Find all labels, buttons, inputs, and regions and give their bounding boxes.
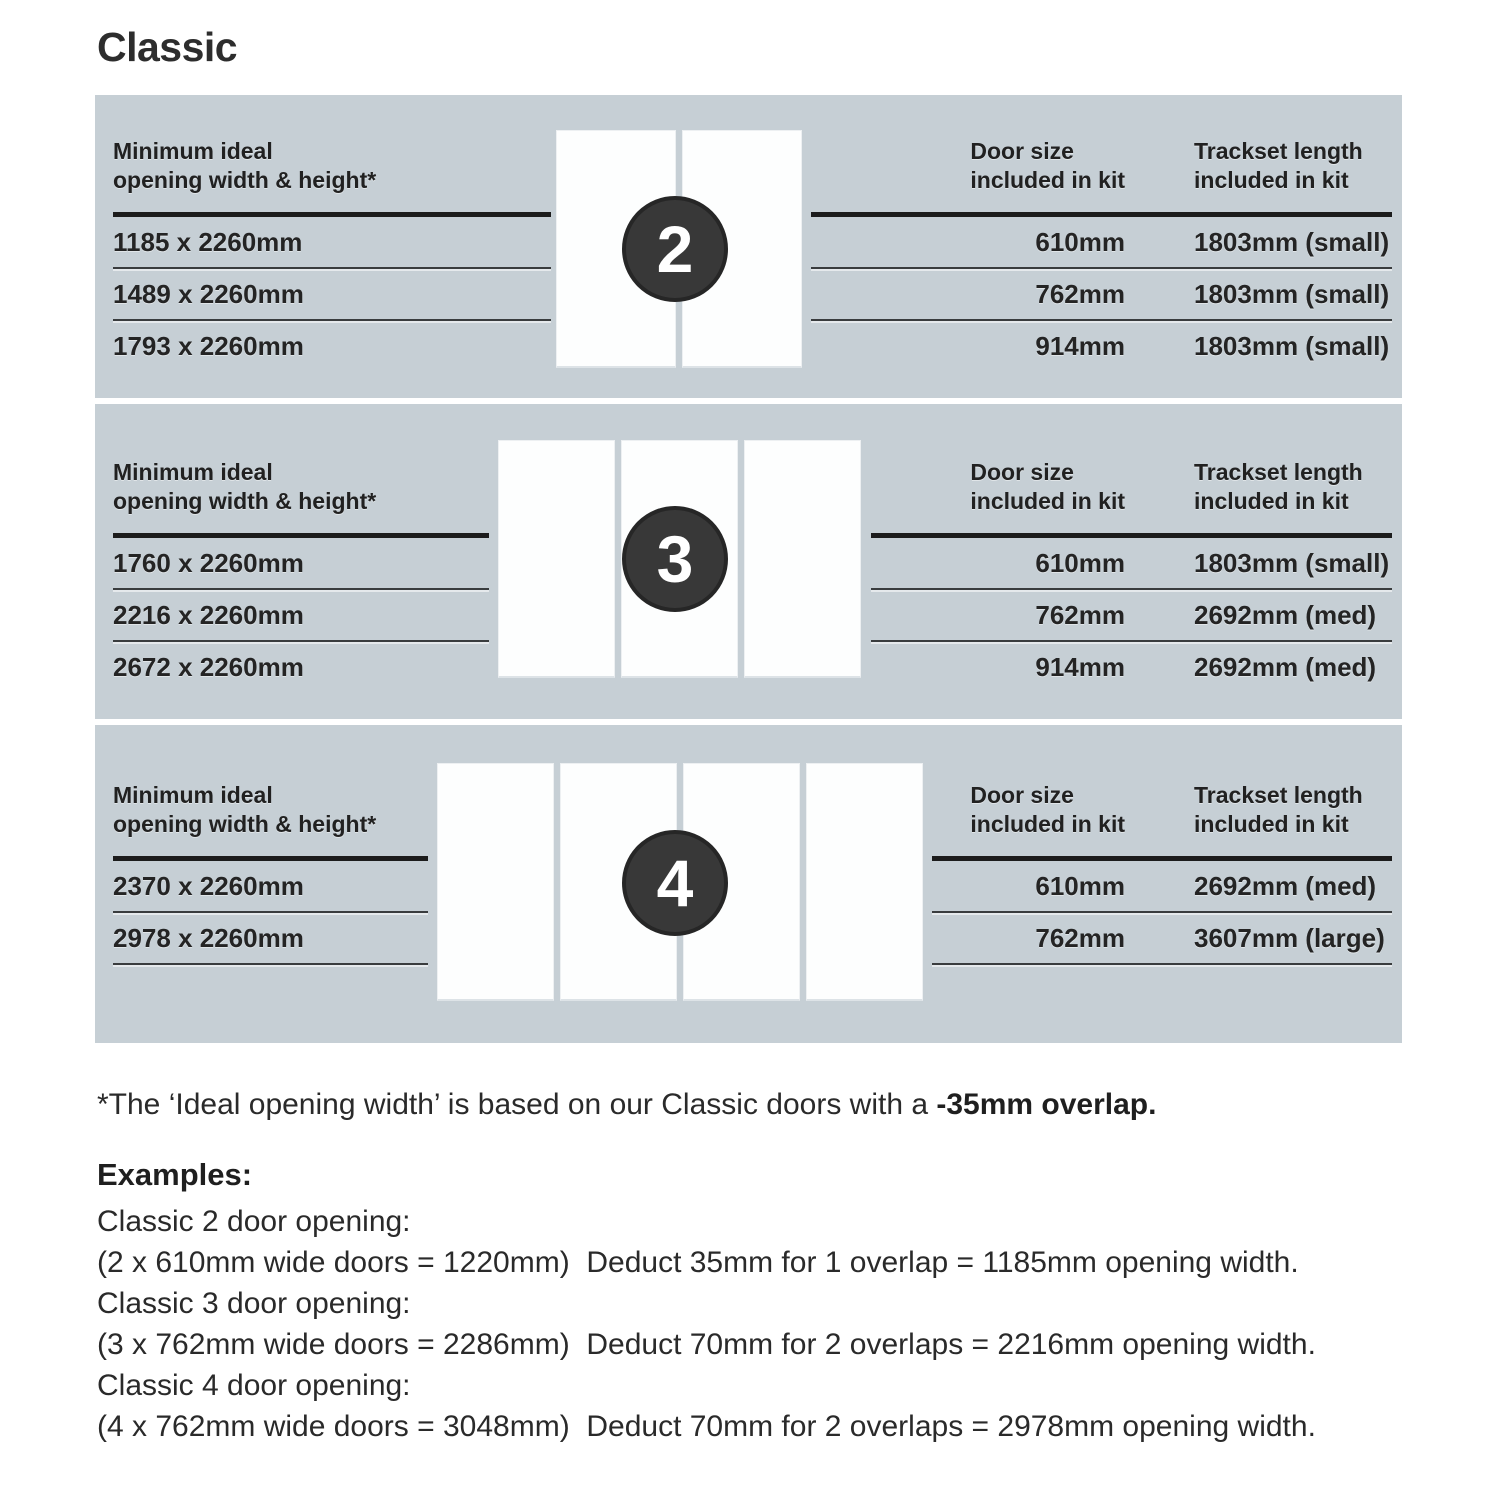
trackset-header: Trackset length included in kit: [1194, 782, 1363, 837]
example-line: (2 x 610mm wide doors = 1220mm) Deduct 3…: [97, 1246, 1299, 1279]
header-rule: [113, 856, 428, 861]
door-panel: [556, 130, 676, 368]
examples-heading: Examples:: [97, 1157, 253, 1192]
trackset-header: Trackset length included in kit: [1194, 138, 1363, 193]
page-title: Classic: [97, 24, 238, 70]
door-size-header-cell: Door size included in kit: [811, 137, 1125, 195]
door-size-header: Door size included in kit: [970, 782, 1125, 837]
trackset-value: 2692mm (med): [1194, 651, 1377, 682]
door-size-value: 762mm: [1035, 599, 1125, 630]
example-line: (4 x 762mm wide doors = 3048mm) Deduct 7…: [97, 1410, 1316, 1443]
opening-size-row: 1489 x 2260mm: [113, 269, 551, 321]
trackset-value: 1803mm (small): [1194, 226, 1390, 257]
door-size-header-cell: Door size included in kit: [932, 781, 1125, 839]
panel-4-door: Minimum ideal opening width & height* 23…: [95, 725, 1402, 1043]
door-count-badge: 4: [622, 830, 728, 936]
kit-table-header-row: Door size included in kit Trackset lengt…: [871, 458, 1392, 516]
opening-size-header: Minimum ideal opening width & height*: [113, 459, 377, 514]
footnote-bold-text: -35mm overlap.: [936, 1088, 1157, 1121]
door-size-value: 610mm: [1035, 870, 1125, 901]
opening-size-row: 1760 x 2260mm: [113, 538, 489, 590]
kit-table-row: 610mm 1803mm (small): [871, 538, 1392, 590]
trackset-value: 2692mm (med): [1194, 870, 1377, 901]
trackset-value: 2692mm (med): [1194, 599, 1377, 630]
opening-size-header: Minimum ideal opening width & height*: [113, 782, 377, 837]
door-size-value: 914mm: [1035, 330, 1125, 361]
opening-size-row: 1185 x 2260mm: [113, 217, 551, 269]
door-size-value: 610mm: [1035, 547, 1125, 578]
door-size-value: 762mm: [1035, 922, 1125, 953]
panel-2-door: Minimum ideal opening width & height* 11…: [95, 95, 1402, 398]
header-rule: [871, 533, 1392, 538]
door-panel: [744, 440, 861, 678]
kit-table-row: 762mm 1803mm (small): [811, 269, 1392, 321]
kit-table-header-row: Door size included in kit Trackset lengt…: [811, 137, 1392, 195]
door-panel: [498, 440, 615, 678]
opening-size-column: Minimum ideal opening width & height* 23…: [113, 725, 428, 965]
door-count-badge: 3: [622, 506, 728, 612]
opening-size-row: 2370 x 2260mm: [113, 861, 428, 913]
kit-table: Door size included in kit Trackset lengt…: [871, 404, 1392, 692]
examples-list: Classic 2 door opening: (2 x 610mm wide …: [97, 1201, 1316, 1447]
opening-size-header: Minimum ideal opening width & height*: [113, 138, 377, 193]
kit-table-row: 762mm 2692mm (med): [871, 590, 1392, 642]
kit-table: Door size included in kit Trackset lengt…: [811, 95, 1392, 371]
header-rule: [113, 212, 551, 217]
panels-container: Minimum ideal opening width & height* 11…: [95, 95, 1402, 1043]
kit-table-row: 914mm 1803mm (small): [811, 321, 1392, 371]
opening-size-row: 2978 x 2260mm: [113, 913, 428, 965]
opening-size-row: 1793 x 2260mm: [113, 330, 304, 361]
kit-table-row: 762mm 3607mm (large): [932, 913, 1392, 965]
door-size-header-cell: Door size included in kit: [871, 458, 1125, 516]
header-rule: [932, 856, 1392, 861]
door-size-value: 914mm: [1035, 651, 1125, 682]
example-line: Classic 4 door opening:: [97, 1369, 411, 1402]
door-count-badge: 2: [622, 196, 728, 302]
trackset-value: 1803mm (small): [1194, 330, 1390, 361]
opening-size-column: Minimum ideal opening width & height* 11…: [113, 95, 551, 371]
header-rule: [811, 212, 1392, 217]
example-line: (3 x 762mm wide doors = 2286mm) Deduct 7…: [97, 1328, 1316, 1361]
footnote: *The ‘Ideal opening width’ is based on o…: [97, 1088, 1156, 1122]
door-size-value: 610mm: [1035, 226, 1125, 257]
kit-table: Door size included in kit Trackset lengt…: [932, 725, 1392, 965]
door-panel: [437, 763, 554, 1001]
door-size-header: Door size included in kit: [970, 138, 1125, 193]
opening-size-column: Minimum ideal opening width & height* 17…: [113, 404, 489, 692]
door-size-header: Door size included in kit: [970, 459, 1125, 514]
kit-table-header-row: Door size included in kit Trackset lengt…: [932, 781, 1392, 839]
example-line: Classic 3 door opening:: [97, 1287, 411, 1320]
kit-table-row: 610mm 1803mm (small): [811, 217, 1392, 269]
trackset-header: Trackset length included in kit: [1194, 459, 1363, 514]
opening-size-row: 2216 x 2260mm: [113, 590, 489, 642]
example-line: Classic 2 door opening:: [97, 1205, 411, 1238]
kit-table-row: 914mm 2692mm (med): [871, 642, 1392, 692]
header-rule: [113, 533, 489, 538]
trackset-value: 1803mm (small): [1194, 547, 1390, 578]
panel-3-door: Minimum ideal opening width & height* 17…: [95, 404, 1402, 719]
opening-size-row: 2672 x 2260mm: [113, 651, 304, 682]
trackset-value: 3607mm (large): [1194, 922, 1385, 953]
door-size-value: 762mm: [1035, 278, 1125, 309]
trackset-value: 1803mm (small): [1194, 278, 1390, 309]
door-panel: [806, 763, 923, 1001]
kit-table-row: 610mm 2692mm (med): [932, 861, 1392, 913]
footnote-text: *The ‘Ideal opening width’ is based on o…: [97, 1088, 937, 1121]
